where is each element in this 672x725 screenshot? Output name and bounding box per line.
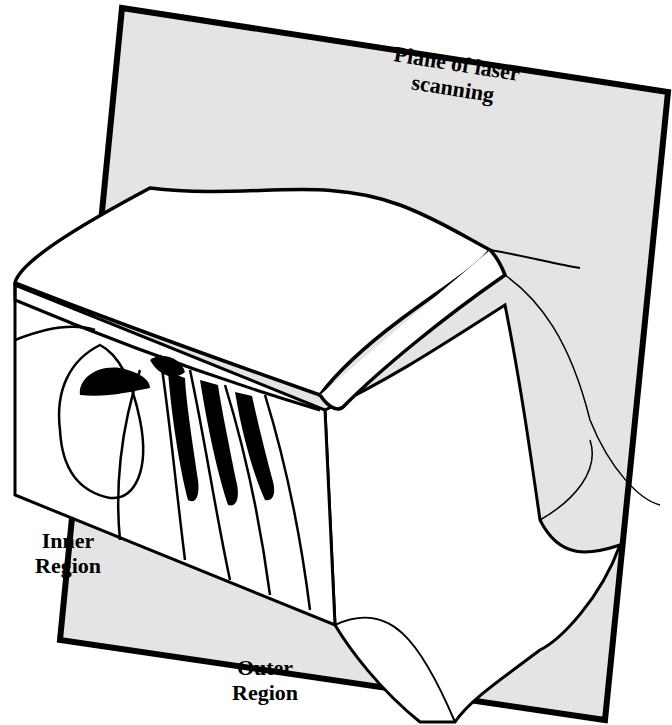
region-label: Inner Region <box>18 528 118 578</box>
plane-shape <box>60 8 668 720</box>
region-label: Outer Region <box>210 655 320 705</box>
